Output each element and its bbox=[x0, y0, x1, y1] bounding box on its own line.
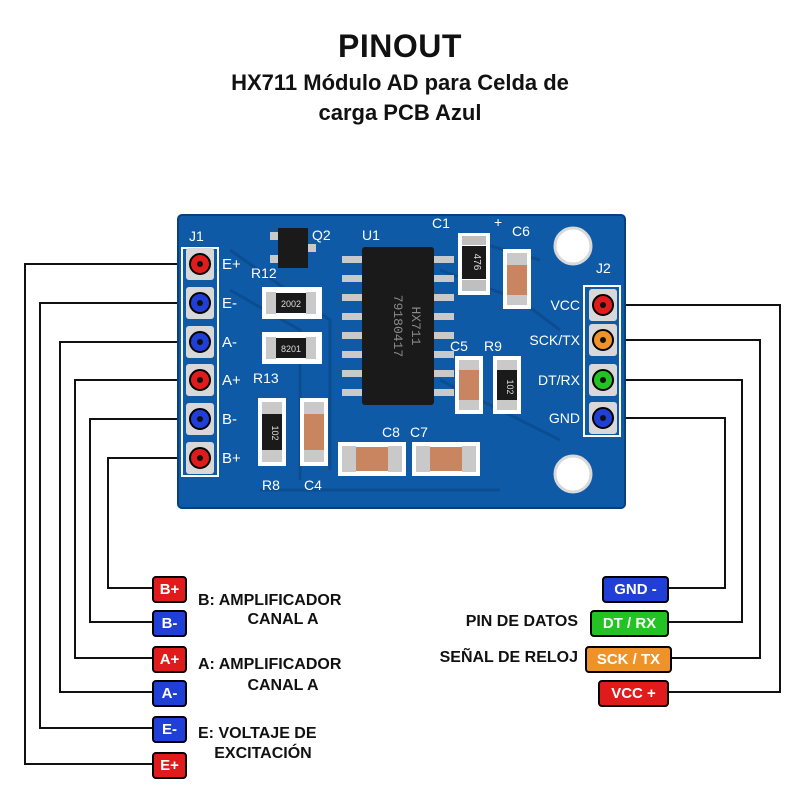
silk-plus: + bbox=[494, 214, 502, 230]
chip-marking-2: 79180417 bbox=[390, 295, 405, 357]
silk-left-pin-label: B+ bbox=[222, 450, 241, 467]
capacitor-c8 bbox=[338, 442, 406, 476]
subtitle-line-1: HX711 Módulo AD para Celda de bbox=[231, 70, 569, 95]
silk-c4: C4 bbox=[304, 477, 322, 493]
silk-r13: R13 bbox=[253, 370, 279, 386]
silk-q2: Q2 bbox=[312, 227, 331, 243]
wire-sck bbox=[603, 339, 761, 659]
wire-a-minus bbox=[59, 341, 200, 693]
j1-pin-hole bbox=[197, 416, 203, 422]
resistor-r12: 2002 bbox=[262, 287, 322, 319]
resistor-r8: 102 bbox=[258, 398, 286, 466]
j2-pin-hole bbox=[600, 377, 606, 383]
chip-pins-left bbox=[342, 256, 366, 396]
desc-a-line1: A: AMPLIFICADOR bbox=[198, 656, 342, 673]
svg-text:8201: 8201 bbox=[281, 344, 301, 354]
svg-text:2002: 2002 bbox=[281, 299, 301, 309]
j2-pin-hole bbox=[600, 337, 606, 343]
svg-text:476: 476 bbox=[471, 254, 482, 271]
silk-j1: J1 bbox=[189, 228, 204, 244]
j1-pin-hole bbox=[197, 339, 203, 345]
silk-r12: R12 bbox=[251, 265, 277, 281]
silk-left-pin-label: A+ bbox=[222, 372, 241, 389]
badge-b-plus: B+ bbox=[152, 576, 187, 603]
chip-body bbox=[362, 247, 434, 405]
silk-r9: R9 bbox=[484, 338, 502, 354]
silk-right-pin-label: SCK/TX bbox=[529, 332, 580, 348]
badge-b-minus: B- bbox=[152, 610, 187, 637]
silk-c6: C6 bbox=[512, 223, 530, 239]
subtitle-line-2: carga PCB Azul bbox=[318, 100, 482, 125]
page-title: PINOUT bbox=[338, 28, 462, 64]
j2-header-outline bbox=[583, 285, 621, 437]
badge-e-plus: E+ bbox=[152, 752, 187, 779]
desc-b-line1: B: AMPLIFICADOR bbox=[198, 592, 342, 609]
svg-text:102: 102 bbox=[270, 425, 280, 440]
wire-b-plus bbox=[107, 457, 200, 589]
silk-j2: J2 bbox=[596, 260, 611, 276]
desc-b-line2: CANAL A bbox=[247, 611, 319, 628]
wire-a-plus bbox=[74, 379, 200, 659]
badge-gnd: GND - bbox=[602, 576, 669, 603]
silk-right-pin-label: GND bbox=[549, 410, 580, 426]
j1-pin-hole bbox=[197, 300, 203, 306]
silk-left-pin-label: B- bbox=[222, 411, 237, 428]
j2-pin-hole bbox=[600, 415, 606, 421]
capacitor-c6 bbox=[503, 249, 531, 309]
desc-e-line2: EXCITACIÓN bbox=[214, 745, 312, 762]
wire-dt bbox=[603, 379, 743, 623]
silk-left-pin-label: A- bbox=[222, 334, 237, 351]
badge-sck-tx: SCK / TX bbox=[585, 646, 672, 673]
wire-e-plus bbox=[24, 263, 200, 765]
badge-a-minus: A- bbox=[152, 680, 187, 707]
mounting-hole-top bbox=[553, 226, 593, 266]
silk-right-pin-label: VCC bbox=[550, 297, 580, 313]
wire-gnd bbox=[603, 417, 726, 589]
badge-a-plus: A+ bbox=[152, 646, 187, 673]
transistor-q2 bbox=[270, 228, 316, 268]
badge-dt-rx: DT / RX bbox=[590, 610, 669, 637]
wire-b-minus bbox=[89, 418, 200, 623]
silk-c1: C1 bbox=[432, 215, 450, 231]
capacitor-c7 bbox=[412, 442, 480, 476]
svg-text:102: 102 bbox=[505, 379, 515, 394]
silk-left-pin-label: E- bbox=[222, 295, 237, 312]
mounting-hole-bottom bbox=[553, 454, 593, 494]
j1-pin-hole bbox=[197, 455, 203, 461]
capacitor-c4 bbox=[300, 398, 328, 466]
hx711-chip: HX711 79180417 bbox=[342, 247, 454, 405]
silk-c7: C7 bbox=[410, 424, 428, 440]
j1-pin-hole bbox=[197, 261, 203, 267]
silk-c5: C5 bbox=[450, 338, 468, 354]
silk-left-pin-label: E+ bbox=[222, 256, 241, 273]
resistor-r9: 102 bbox=[493, 356, 521, 414]
resistor-r13: 8201 bbox=[262, 332, 322, 364]
chip-marking-1: HX711 bbox=[408, 306, 423, 345]
capacitor-c1: 476 bbox=[458, 233, 490, 295]
silk-c8: C8 bbox=[382, 424, 400, 440]
j1-pin-hole bbox=[197, 377, 203, 383]
j2-pin-hole bbox=[600, 302, 606, 308]
silk-u1: U1 bbox=[362, 227, 380, 243]
desc-sck: SEÑAL DE RELOJ bbox=[439, 649, 578, 666]
desc-a-line2: CANAL A bbox=[247, 677, 319, 694]
chip-pins-right bbox=[430, 256, 454, 396]
desc-dt: PIN DE DATOS bbox=[465, 613, 578, 630]
badge-vcc: VCC + bbox=[598, 680, 669, 707]
silk-r8: R8 bbox=[262, 477, 280, 493]
hx711-pcb: HX711 79180417 476 bbox=[177, 214, 626, 509]
capacitor-c5 bbox=[455, 356, 483, 414]
badge-e-minus: E- bbox=[152, 716, 187, 743]
wire-vcc bbox=[603, 304, 781, 693]
wires bbox=[24, 263, 781, 765]
wire-e-minus bbox=[39, 302, 200, 729]
desc-e-line1: E: VOLTAJE DE bbox=[198, 725, 317, 742]
silk-right-pin-label: DT/RX bbox=[538, 372, 581, 388]
